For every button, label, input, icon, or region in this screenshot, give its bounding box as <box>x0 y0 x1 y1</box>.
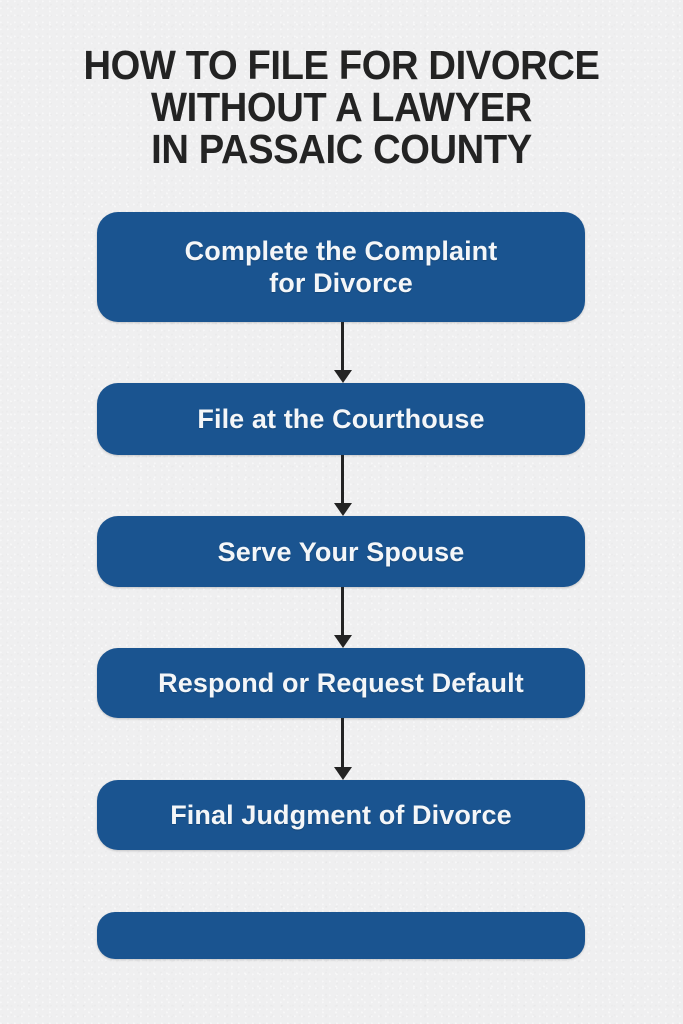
flow-arrow-2-icon <box>333 455 352 516</box>
flow-step-5[interactable]: Final Judgment of Divorce <box>97 780 585 850</box>
arrow-head <box>333 635 352 648</box>
flow-step-1[interactable]: Complete the Complaint for Divorce <box>97 212 585 322</box>
flow-step-1-label-line-1: Complete the Complaint <box>184 236 498 266</box>
page-title-line-3: IN PASSAIC COUNTY <box>151 126 532 172</box>
page-title: HOW TO FILE FOR DIVORCE WITHOUT A LAWYER… <box>0 44 683 170</box>
flow-arrow-3-icon <box>333 587 352 648</box>
flow-arrow-4-icon <box>333 718 352 780</box>
flow-step-6-empty[interactable] <box>97 912 585 959</box>
flow-step-4[interactable]: Respond or Request Default <box>97 648 585 718</box>
flow-step-5-label: Final Judgment of Divorce <box>170 800 512 830</box>
arrow-head <box>333 767 352 780</box>
arrow-shaft <box>341 587 344 635</box>
flow-arrow-1-icon <box>333 322 352 383</box>
arrow-shaft <box>341 322 344 370</box>
page-title-line-1: HOW TO FILE FOR DIVORCE <box>83 42 600 88</box>
flow-step-1-label: Complete the Complaint for Divorce <box>167 235 516 299</box>
flow-step-3-label: Serve Your Spouse <box>217 536 465 567</box>
arrow-shaft <box>341 718 344 767</box>
arrow-shaft <box>341 455 344 503</box>
flow-step-2-label: File at the Courthouse <box>197 404 485 434</box>
flow-step-3[interactable]: Serve Your Spouse <box>97 516 585 587</box>
arrow-head <box>333 370 352 383</box>
arrow-head <box>333 503 352 516</box>
flow-step-4-label: Respond or Request Default <box>158 668 524 698</box>
flow-step-1-label-line-2: for Divorce <box>269 268 413 298</box>
page-title-line-2: WITHOUT A LAWYER <box>151 84 532 130</box>
flow-step-2[interactable]: File at the Courthouse <box>97 383 585 455</box>
